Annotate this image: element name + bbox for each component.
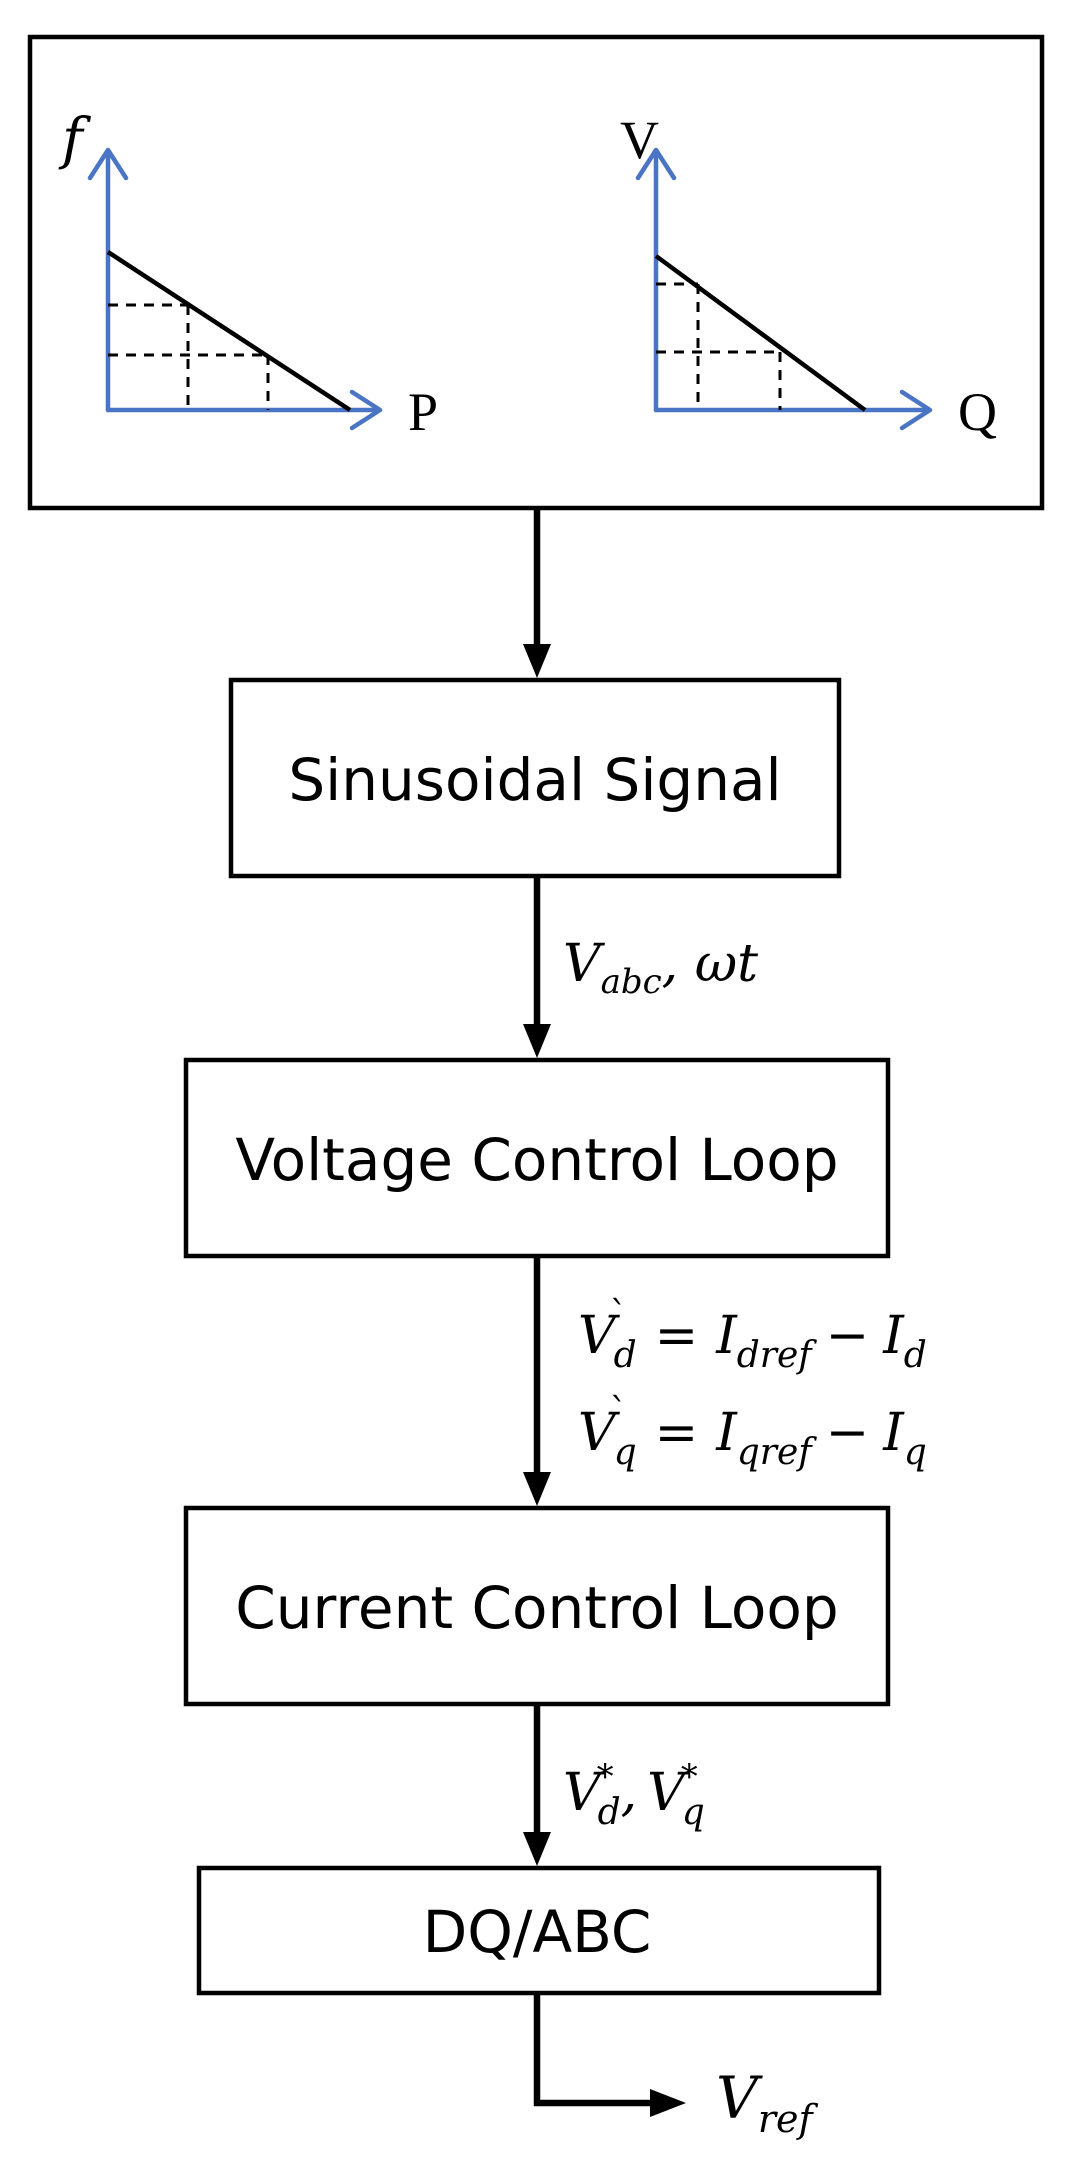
voltage-control-loop-block: Voltage Control Loop [183,1057,891,1259]
sinusoidal-signal-box [228,677,842,879]
signal-vabc-omega-t: Vabc, ωt [563,934,758,1002]
equation-d-axis: V`d=Idref−Id [578,1295,927,1376]
dq-abc-box [196,1865,882,1996]
signal-error-equations: V`d=Idref−Id V`q=Iqref−Iq [578,1295,927,1473]
arrow-sinusoidal-to-voltage [523,876,551,1058]
vq-y-axis-arrowhead [635,147,677,181]
vq-x-axis-arrowhead [899,389,933,431]
vq-droop-line [654,254,867,412]
current-control-loop-label: Current Control Loop [235,1574,838,1642]
voltage-control-loop-box [183,1057,891,1259]
pf-x-axis-arrowhead [349,389,383,431]
dq-abc-label: DQ/ABC [423,1898,652,1966]
voltage-control-loop-label: Voltage Control Loop [235,1126,838,1194]
dq-abc-block: DQ/ABC [196,1865,882,1996]
vq-y-label: V [620,110,659,170]
current-control-loop-box [183,1505,891,1707]
pf-x-label: P [408,382,438,442]
arrow-dqabc-to-vref [533,1993,686,2117]
droop-panel-frame [27,34,1045,511]
current-control-loop-block: Current Control Loop [183,1505,891,1707]
arrow-voltage-to-current [523,1256,551,1506]
pf-y-axis-arrowhead [87,147,129,181]
arrow-current-to-dqabc [523,1704,551,1866]
signal-vref: Vref [716,2064,819,2141]
arrow-droop-to-sinusoidal [523,508,551,678]
signal-vd-vq-star: V*d,V*q [563,1757,705,1833]
pf-droop-line [106,250,352,412]
vq-droop-chart: V Q [620,110,997,442]
droop-panel: f P V Q [27,34,1045,511]
sinusoidal-signal-block: Sinusoidal Signal [228,677,842,879]
equation-q-axis: V`q=Iqref−Iq [578,1392,927,1473]
vq-x-label: Q [958,382,997,442]
sinusoidal-signal-label: Sinusoidal Signal [288,746,781,814]
